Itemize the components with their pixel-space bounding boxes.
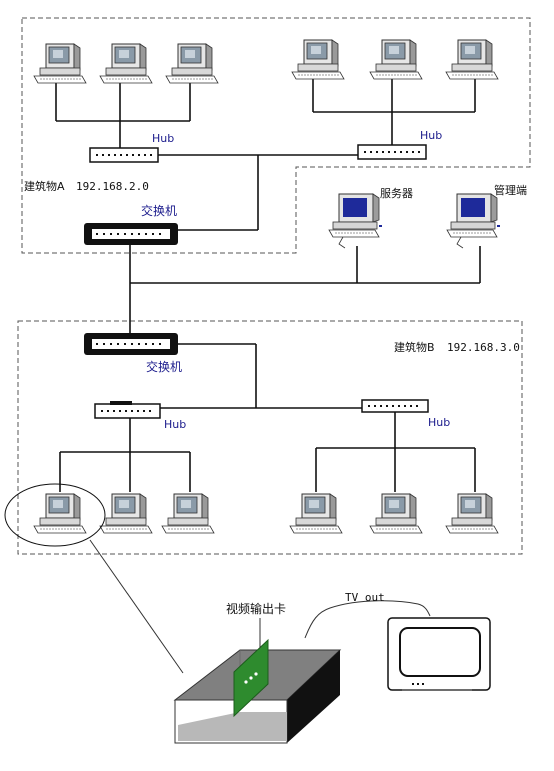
hub-a-right-label: Hub: [420, 129, 442, 142]
switch-b: [84, 333, 178, 355]
building-b-computer-5: [369, 493, 423, 534]
building-b-computer-2: [99, 493, 153, 534]
video-card-label: 视频输出卡: [226, 601, 286, 616]
building-b-boundary: [17, 320, 523, 555]
server-computer: [328, 193, 383, 249]
callout-line: [89, 539, 184, 674]
manager-label: 管理端: [494, 183, 527, 197]
building-a-computer-6: [445, 39, 499, 80]
hub-b-left-label: Hub: [164, 418, 186, 431]
hub-a-left-label: Hub: [152, 132, 174, 145]
building-b-name: 建筑物B: [394, 340, 435, 354]
building-b-computer-3: [161, 493, 215, 534]
building-a-computer-3: [165, 43, 219, 84]
building-a-subnet: 192.168.2.0: [76, 180, 149, 193]
building-a-boundary: [21, 17, 531, 254]
tv-monitor: [387, 617, 491, 691]
highlight-ellipse: [4, 483, 106, 547]
manager-computer: [446, 193, 501, 249]
hub-a-left: [89, 147, 159, 163]
tv-out-label: TV out: [345, 591, 385, 604]
hub-a-right: [357, 144, 427, 160]
building-a-computer-5: [369, 39, 423, 80]
building-a-computer-2: [99, 43, 153, 84]
hub-b-right: [361, 399, 429, 413]
building-b-computer-4: [289, 493, 343, 534]
building-a-name: 建筑物A: [24, 179, 65, 193]
switch-a-label: 交换机: [141, 203, 177, 218]
tv-out-cable: [304, 600, 431, 639]
server-label: 服务器: [380, 187, 413, 200]
hub-b-right-label: Hub: [428, 416, 450, 429]
building-a-computer-1: [33, 43, 87, 84]
building-b-subnet: 192.168.3.0: [447, 341, 520, 354]
building-b-computer-6: [445, 493, 499, 534]
building-a-computer-4: [291, 39, 345, 80]
video-output-card: [233, 638, 269, 718]
switch-a: [84, 223, 178, 245]
building-b-computer-1: [33, 493, 87, 534]
switch-b-label: 交换机: [146, 359, 182, 374]
network-links: [55, 78, 481, 492]
hub-b-left: [94, 401, 161, 419]
